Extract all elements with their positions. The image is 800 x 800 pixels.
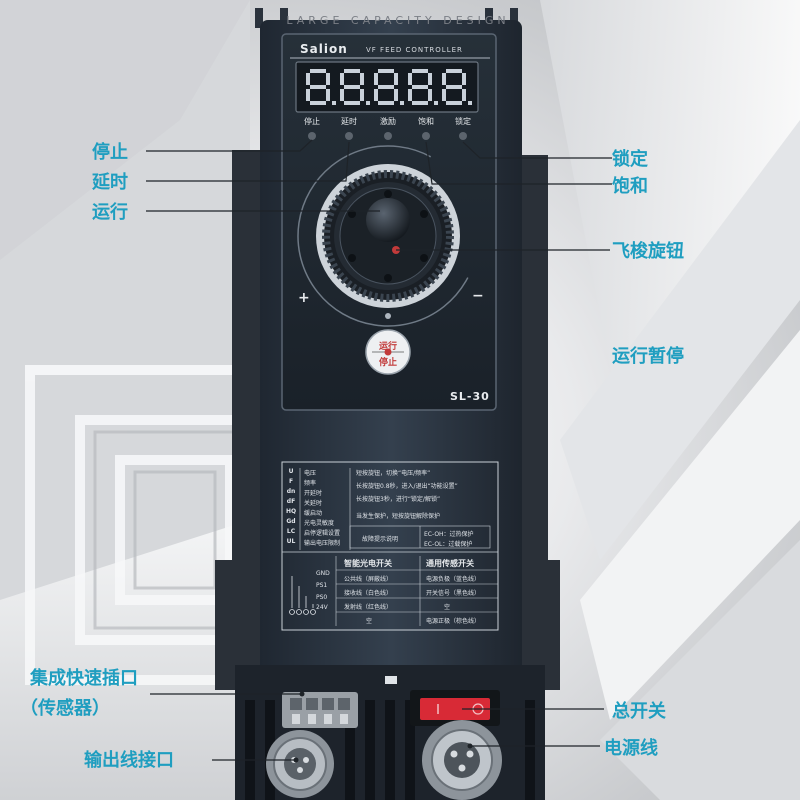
knob-plus-label: +: [298, 290, 310, 306]
indicator-label-excite: 激励: [380, 117, 396, 126]
led-display: [306, 69, 472, 105]
sensor-header-right: 通用传感开关: [426, 559, 474, 568]
sensor-row-left: 空: [366, 618, 373, 625]
callout-output-port: 输出线接口: [84, 750, 174, 771]
pin-label: PS0: [316, 594, 328, 601]
knob[interactable]: [316, 164, 460, 308]
callout-main-switch: 总开关: [612, 701, 666, 722]
callout-power-line: 电源线: [604, 738, 658, 759]
display-digit: [408, 69, 438, 105]
sensor-row-right: 电源负极（蓝色线）: [426, 576, 481, 583]
run-button-label: 运行: [378, 342, 397, 352]
indicator-label-saturation: 饱和: [418, 117, 434, 126]
product-subtitle: VF FEED CONTROLLER: [366, 46, 463, 54]
headline-text: LARGE CAPACITY DESIGN: [286, 14, 510, 27]
code: dn: [286, 488, 296, 495]
code-desc: 开延时: [304, 490, 323, 497]
note-line: 长按旋钮3秒，进行“锁定/解锁”: [356, 496, 441, 503]
knob-minus-label: −: [472, 288, 484, 304]
fault-line: EC-OL：过载保护: [424, 541, 473, 548]
pin-label: PS1: [316, 582, 328, 589]
code-desc: 缓启动: [304, 510, 323, 517]
fault-line: EC-OH：过热保护: [424, 531, 474, 538]
sensor-row-left: 发射线（红色线）: [344, 604, 393, 611]
power-connector[interactable]: [426, 724, 498, 796]
callout-run-pause: 运行暂停: [612, 346, 684, 367]
sensor-row-left: 接收线（白色线）: [344, 590, 393, 597]
output-connector[interactable]: [270, 734, 330, 794]
indicator-leds: [308, 132, 467, 140]
code-desc: 关延时: [304, 500, 323, 507]
callout-lock: 锁定: [612, 149, 648, 170]
callout-quick-plug-sub: （传感器）: [20, 698, 110, 719]
indicator-label-delay: 延时: [341, 117, 357, 126]
display-digit: [340, 69, 370, 105]
code-desc: 电压: [304, 470, 317, 477]
display-digit: [442, 69, 472, 105]
stop-button-label: 停止: [378, 358, 397, 368]
code-desc: 光电灵敏度: [304, 520, 335, 527]
callout-quick-plug: 集成快速插口: [30, 668, 138, 689]
code: UL: [286, 538, 296, 545]
fault-title: 故障提示说明: [362, 536, 399, 543]
note-line: 短按旋钮，切换“电压/频率”: [356, 470, 431, 477]
sensor-row-left: 公共线（屏蔽线）: [344, 576, 393, 583]
model-number: SL-30: [450, 390, 490, 403]
note-line: 当发生保护，短按旋钮解除保护: [356, 513, 441, 520]
sensor-quick-plug[interactable]: [282, 692, 358, 728]
display-digit: [306, 69, 336, 105]
code-desc: 输出电压限制: [304, 540, 341, 547]
callout-delay: 延时: [92, 172, 128, 193]
callout-stop: 停止: [92, 142, 128, 163]
code: dF: [286, 498, 296, 505]
display-digit: [374, 69, 404, 105]
code: HQ: [285, 508, 297, 515]
pin-label: 24V: [316, 604, 328, 611]
note-line: 长按旋钮0.8秒，进入/退出“功能设置”: [356, 483, 458, 490]
callout-run: 运行: [92, 202, 128, 223]
code-desc: 启停逻辑设置: [304, 530, 341, 537]
callout-knob: 飞梭旋钮: [612, 241, 684, 262]
sensor-row-right: 空: [444, 604, 451, 611]
indicator-label-lock: 锁定: [455, 117, 471, 126]
sensor-row-right: 开关信号（黑色线）: [426, 590, 481, 597]
code: Gd: [286, 518, 296, 525]
brand-logo-text: Salion: [300, 42, 348, 56]
code-desc: 频率: [304, 480, 317, 487]
sensor-header-left: 智能光电开关: [344, 559, 392, 568]
code: LC: [286, 528, 296, 535]
code: F: [288, 478, 294, 485]
callout-saturation: 饱和: [612, 176, 648, 197]
sensor-row-right: 电源正极（棕色线）: [426, 618, 481, 625]
main-power-switch[interactable]: [420, 698, 490, 720]
code: U: [288, 468, 294, 475]
pin-label: GND: [316, 570, 330, 577]
indicator-label-stop: 停止: [304, 117, 320, 126]
